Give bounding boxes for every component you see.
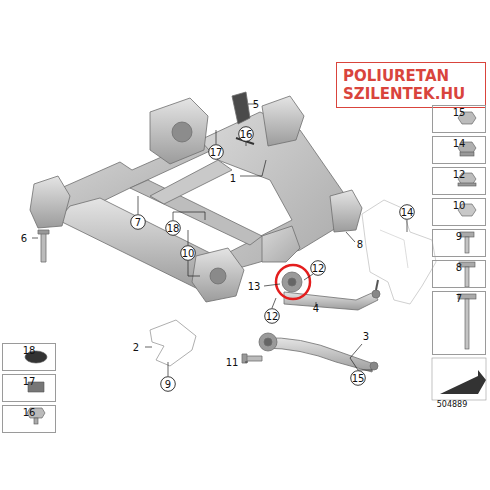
part-box: 9 xyxy=(432,229,486,257)
callout-number: 14 xyxy=(436,138,482,149)
callout-number: 2 xyxy=(133,342,139,353)
callout-circle: 9 xyxy=(160,376,176,392)
drawing-number: 504889 xyxy=(437,400,468,409)
part-box: 15 xyxy=(432,105,486,133)
callout-circle: 14 xyxy=(399,204,415,220)
part-box: 14 xyxy=(432,136,486,164)
callout-number: 17 xyxy=(6,376,52,387)
callout-number: 10 xyxy=(182,248,195,259)
callout-number: 12 xyxy=(312,263,325,274)
callout-number: 17 xyxy=(210,147,223,158)
watermark-box: POLIURETAN SZILENTEK.HU xyxy=(336,62,486,108)
callout-number: 13 xyxy=(248,281,261,292)
callout-circle: 10 xyxy=(180,245,196,261)
callout-number: 18 xyxy=(167,223,180,234)
callout-number: 18 xyxy=(6,345,52,356)
callout-number: 8 xyxy=(357,239,363,250)
callout-circle: 17 xyxy=(208,144,224,160)
callout-number: 3 xyxy=(363,331,369,342)
callout-circle: 18 xyxy=(165,220,181,236)
callout-circle: 16 xyxy=(238,126,254,142)
callout-number: 15 xyxy=(352,373,365,384)
callout-circle: 15 xyxy=(350,370,366,386)
callout-number: 4 xyxy=(313,303,319,314)
callout-number: 15 xyxy=(436,107,482,118)
part-box: 8 xyxy=(432,260,486,288)
callout-number: 1 xyxy=(230,173,236,184)
callout-number: 8 xyxy=(436,262,482,273)
part-box: 7 xyxy=(432,291,486,355)
callout-circle: 12 xyxy=(264,308,280,324)
callout-circle: 12 xyxy=(310,260,326,276)
callout-number: 16 xyxy=(240,129,253,140)
part-box: 17 xyxy=(2,374,56,402)
callout-number: 9 xyxy=(436,231,482,242)
callout-number: 12 xyxy=(436,169,482,180)
callout-number: 12 xyxy=(266,311,279,322)
callout-number: 7 xyxy=(135,217,141,228)
part-box: 10 xyxy=(432,198,486,226)
callout-number: 14 xyxy=(401,207,414,218)
callout-number: 11 xyxy=(226,357,239,368)
callout-number: 10 xyxy=(436,200,482,211)
callout-number: 6 xyxy=(21,233,27,244)
part-box: 18 xyxy=(2,343,56,371)
callout-number: 7 xyxy=(436,293,482,304)
part-box: 16 xyxy=(2,405,56,433)
callout-number: 16 xyxy=(6,407,52,418)
part-box: 12 xyxy=(432,167,486,195)
watermark-text: POLIURETAN SZILENTEK.HU xyxy=(343,67,479,103)
callout-number: 5 xyxy=(253,99,259,110)
callout-circle: 7 xyxy=(130,214,146,230)
callout-number: 9 xyxy=(165,379,171,390)
